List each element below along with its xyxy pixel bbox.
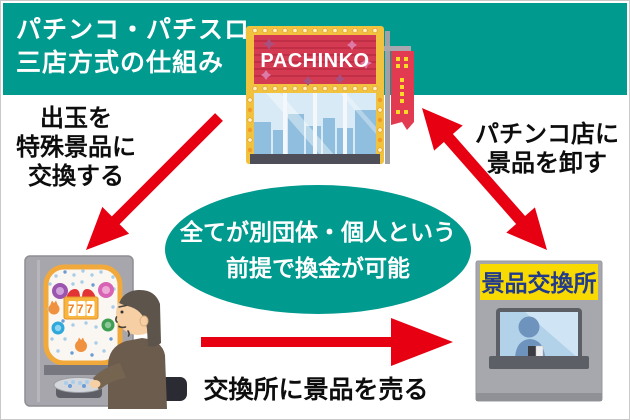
side-bulbs <box>247 97 383 153</box>
center-note-line1: 全てが別団体・個人という <box>180 218 456 245</box>
page-title-line1: パチンコ・パチスロ <box>16 16 251 44</box>
label-wholesale-line2: 景品を卸す <box>487 150 607 177</box>
pachinko-player-illustration: 777 <box>24 255 187 409</box>
booth-sign-text: 景品交換所 <box>482 270 597 296</box>
pachinko-pins <box>47 269 116 357</box>
pachinko-parlor-illustration: PACHINKO <box>246 26 414 164</box>
arrow-player-to-booth <box>201 318 453 366</box>
sparkle-icons <box>261 38 372 86</box>
player-person <box>89 289 187 409</box>
parlor-banner <box>383 31 414 164</box>
slot-reels-text: 777 <box>68 302 96 316</box>
label-sell-prizes: 交換所に景品を売る <box>203 376 429 404</box>
slot-window: 777 <box>63 289 99 320</box>
label-wholesale-prizes: パチンコ店に 景品を卸す <box>464 120 629 178</box>
parlor-sign-text: PACHINKO <box>260 50 369 72</box>
center-note-bubble: 全てが別団体・個人という 前提で換金が可能 <box>165 185 471 314</box>
label-exchange-line3: 交換する <box>28 163 124 190</box>
cat-targets <box>48 300 87 352</box>
page-title-line2: 三店方式の仕組み <box>16 49 225 77</box>
parlor-building: PACHINKO <box>246 26 384 164</box>
page-title: パチンコ・パチスロ 三店方式の仕組み <box>16 14 250 80</box>
booth-building: 景品交換所 <box>475 260 603 402</box>
booth-window <box>496 308 582 362</box>
marquee-bulbs <box>252 28 378 91</box>
center-note-line2: 前提で換金が可能 <box>226 254 410 281</box>
label-exchange-line2: 特殊景品に <box>16 134 136 161</box>
label-exchange-line1: 出玉を <box>40 105 112 132</box>
label-wholesale-line1: パチンコ店に <box>475 121 619 148</box>
player-face <box>115 304 130 337</box>
exchange-booth-illustration: 景品交換所 <box>475 260 603 402</box>
label-exchange-special-prize: 出玉を 特殊景品に 交換する <box>1 104 151 191</box>
